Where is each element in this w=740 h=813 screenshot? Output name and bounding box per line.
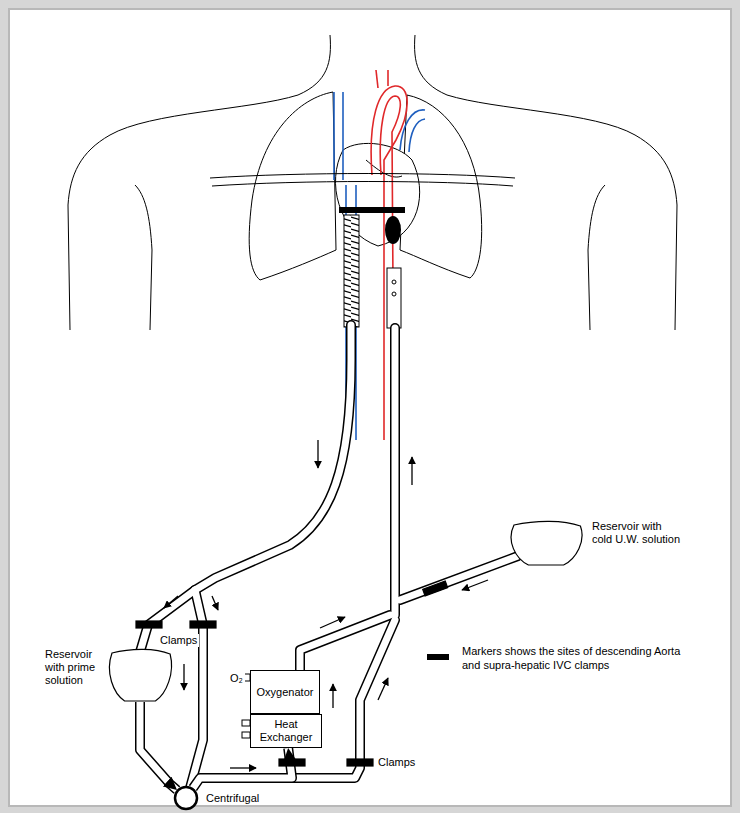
tubing bbox=[140, 325, 518, 788]
clamp-marker bbox=[339, 207, 405, 213]
clamp-label: Clamps bbox=[158, 634, 199, 647]
node-label: Heat Exchanger bbox=[256, 718, 316, 744]
reservoir-outline bbox=[109, 649, 171, 701]
device-port bbox=[242, 732, 250, 738]
tube-clamp bbox=[136, 621, 162, 628]
port-label: O₂ bbox=[228, 672, 245, 685]
tube-outer bbox=[140, 702, 177, 790]
tubing bbox=[140, 325, 518, 788]
torso-outline bbox=[135, 185, 152, 330]
tubing bbox=[195, 325, 351, 590]
tubing bbox=[400, 556, 518, 600]
device-port bbox=[242, 720, 250, 726]
flow-arrow bbox=[320, 617, 345, 628]
tubing bbox=[400, 556, 518, 600]
tubing bbox=[390, 328, 400, 615]
tubing bbox=[190, 590, 203, 788]
venous-cannula bbox=[344, 215, 359, 327]
reservoir-shape bbox=[105, 648, 175, 702]
node-label: Reservoir with cold U.W. solution bbox=[592, 520, 684, 546]
diaphragm-line bbox=[212, 182, 513, 187]
clamp-marker bbox=[339, 207, 405, 244]
clamp-label: Clamps bbox=[376, 756, 417, 769]
vena-cava bbox=[333, 92, 335, 180]
legend-sample bbox=[427, 654, 449, 660]
clamp-marker bbox=[385, 216, 401, 244]
centrifugal-pump: Centrifugal bbox=[174, 786, 262, 810]
reservoir-shape bbox=[506, 520, 586, 566]
tube-inner bbox=[193, 748, 292, 788]
oxygenator-box: Oxygenator bbox=[250, 670, 320, 714]
aorta bbox=[371, 86, 407, 440]
vena-cava bbox=[342, 92, 344, 180]
flow-arrow bbox=[411, 457, 412, 485]
arterial-cannula bbox=[387, 268, 401, 328]
legend-text: Markers shows the sites of descending Ao… bbox=[462, 645, 692, 673]
flow-arrow bbox=[212, 596, 218, 610]
tubing bbox=[190, 590, 203, 788]
venous-cannula bbox=[344, 215, 359, 327]
legend-sample bbox=[427, 654, 449, 660]
aorta bbox=[376, 70, 378, 88]
flow-arrow bbox=[164, 440, 488, 768]
flow-arrow bbox=[183, 664, 184, 690]
tube-clamp bbox=[136, 581, 448, 766]
torso-outline bbox=[588, 185, 605, 330]
lung-outline bbox=[249, 92, 481, 280]
tube-connector bbox=[140, 702, 177, 790]
tube-clamp bbox=[423, 581, 448, 596]
node-label: Oxygenator bbox=[257, 686, 314, 699]
diaphragm-line bbox=[210, 174, 515, 179]
reservoir-bag: Reservoir with prime solution bbox=[45, 648, 179, 702]
pump-shape bbox=[174, 786, 198, 810]
arterial-cannula bbox=[392, 292, 396, 296]
flow-arrow bbox=[230, 767, 256, 768]
flow-arrow bbox=[462, 580, 488, 590]
pump-circle bbox=[175, 787, 197, 809]
node-label: Centrifugal bbox=[206, 792, 259, 805]
flow-arrow bbox=[378, 678, 388, 700]
arterial-cannula bbox=[392, 280, 396, 284]
tubing bbox=[195, 325, 351, 590]
torso-outline bbox=[68, 35, 677, 330]
lung-outline bbox=[249, 92, 336, 280]
flow-arrow bbox=[164, 596, 178, 608]
vena-cava bbox=[409, 119, 425, 152]
flow-arrow bbox=[332, 684, 333, 708]
reservoir-outline bbox=[511, 521, 582, 565]
flow-head bbox=[140, 702, 177, 790]
tubing bbox=[140, 325, 518, 788]
tubing bbox=[392, 328, 399, 615]
node-label: Reservoir with prime solution bbox=[45, 648, 103, 687]
tube-inner bbox=[140, 702, 177, 790]
picture-frame bbox=[9, 9, 731, 806]
tube-clamp bbox=[347, 759, 373, 766]
flow-head bbox=[193, 748, 292, 788]
aorta bbox=[387, 70, 389, 86]
tube-clamp bbox=[190, 621, 216, 628]
heat-exchanger-box: Heat Exchanger bbox=[250, 714, 322, 748]
arterial-cannula bbox=[387, 268, 401, 328]
flow-arrow bbox=[317, 440, 318, 468]
reservoir-bag: Reservoir with cold U.W. solution bbox=[506, 520, 684, 566]
diaphragm-line bbox=[210, 174, 515, 187]
aorta bbox=[371, 70, 407, 440]
tube-clamp bbox=[279, 759, 305, 766]
tube-connector bbox=[193, 748, 292, 788]
tube-outer bbox=[193, 748, 292, 788]
